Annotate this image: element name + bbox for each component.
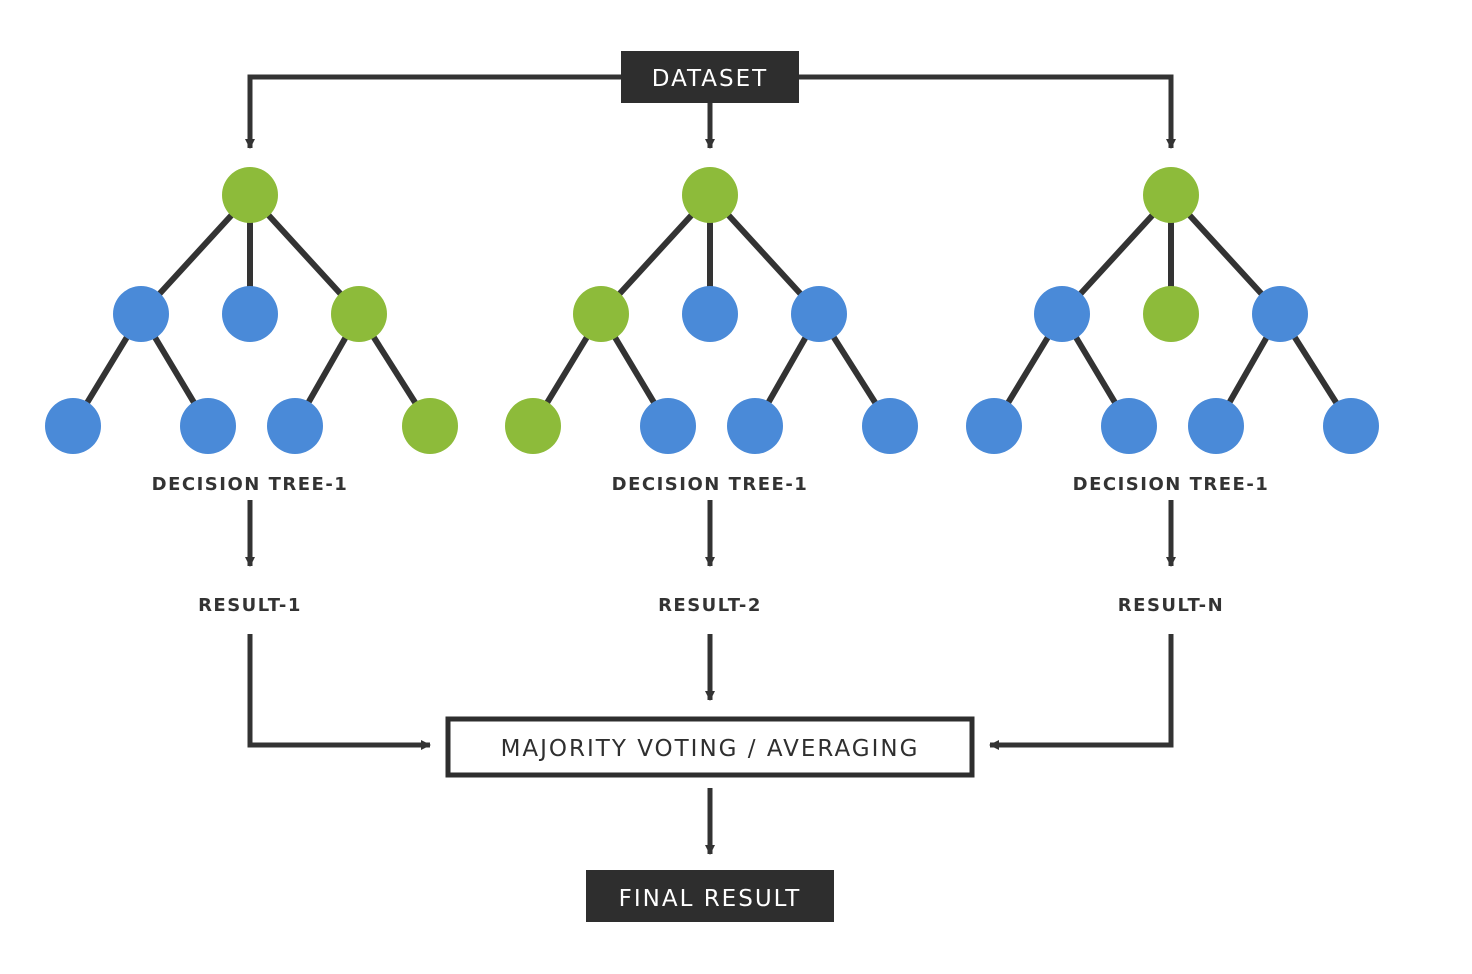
tree-node <box>1034 286 1090 342</box>
dataset-connectors <box>245 74 1176 149</box>
dataset-label: DATASET <box>652 66 768 92</box>
result-connectors <box>245 500 1176 855</box>
final-result-box: FINAL RESULT <box>586 870 834 922</box>
tree-node <box>113 286 169 342</box>
tree-leaf-node <box>45 398 101 454</box>
tree-root-node <box>222 167 278 223</box>
tree-leaf-node <box>640 398 696 454</box>
result-n-to-aggregator-arrow <box>989 634 1174 750</box>
tree-leaf-node <box>402 398 458 454</box>
tree-node <box>573 286 629 342</box>
tree-leaf-node <box>727 398 783 454</box>
tree-leaf-node <box>505 398 561 454</box>
tree-leaf-node <box>966 398 1022 454</box>
tree-node <box>791 286 847 342</box>
decision-tree-label: DECISION TREE-1 <box>152 474 349 495</box>
aggregator-box: MAJORITY VOTING / AVERAGING <box>445 716 975 778</box>
aggregator-label: MAJORITY VOTING / AVERAGING <box>501 736 920 762</box>
result-label: RESULT-1 <box>198 595 302 616</box>
dataset-box: DATASET <box>621 51 799 103</box>
decision-tree-label: DECISION TREE-1 <box>612 474 809 495</box>
dataset-to-tree-3-arrow <box>798 74 1176 149</box>
result-label: RESULT-N <box>1118 595 1224 616</box>
tree-node <box>331 286 387 342</box>
dataset-to-tree-1-arrow <box>245 74 622 149</box>
decision-tree-label: DECISION TREE-1 <box>1073 474 1270 495</box>
tree-node <box>682 286 738 342</box>
tree-leaf-node <box>180 398 236 454</box>
tree-leaf-node <box>1188 398 1244 454</box>
tree-node <box>1252 286 1308 342</box>
tree-leaf-node <box>862 398 918 454</box>
tree-root-node <box>1143 167 1199 223</box>
tree-root-node <box>682 167 738 223</box>
final-result-label: FINAL RESULT <box>619 886 802 912</box>
tree-leaf-node <box>1323 398 1379 454</box>
result-label: RESULT-2 <box>658 595 762 616</box>
result-1-to-aggregator-arrow <box>247 634 431 750</box>
tree-leaf-node <box>267 398 323 454</box>
tree-node <box>1143 286 1199 342</box>
tree-leaf-node <box>1101 398 1157 454</box>
tree-node <box>222 286 278 342</box>
